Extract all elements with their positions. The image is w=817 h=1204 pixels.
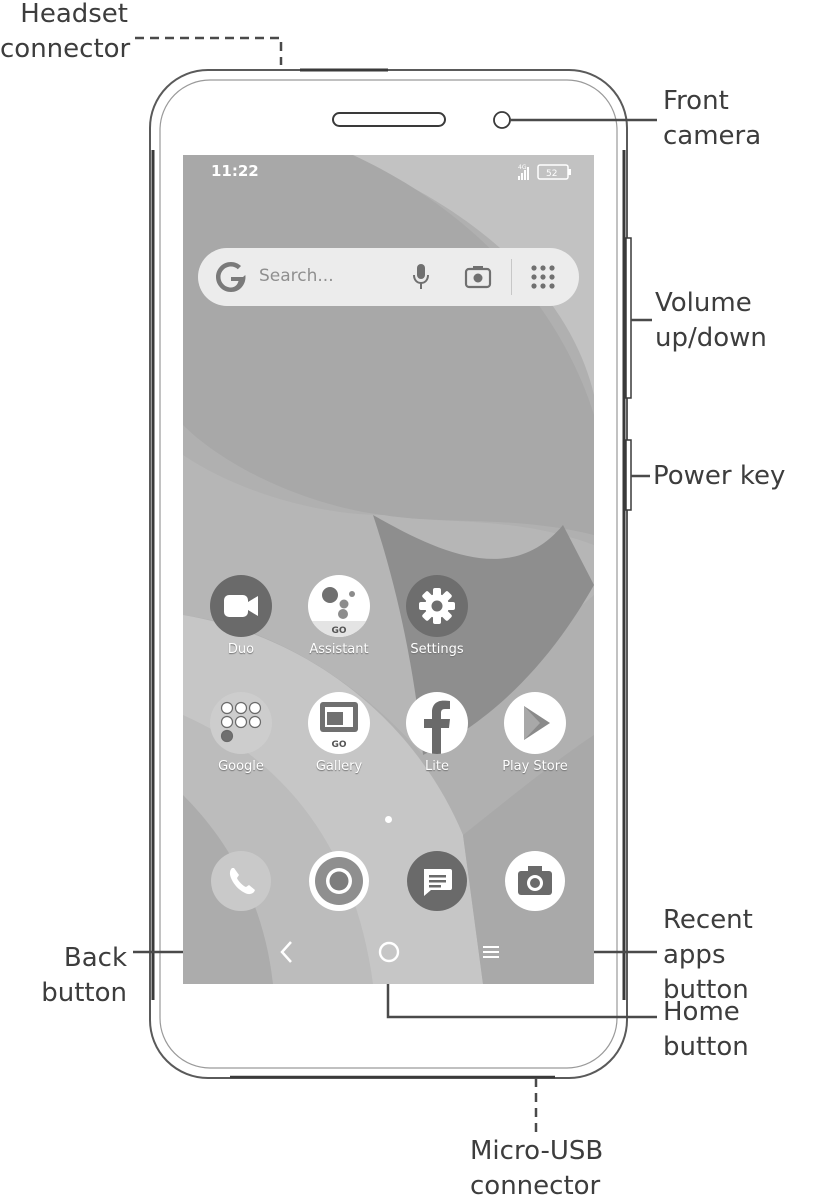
page-indicator-dot: [385, 816, 392, 823]
gallery-icon: GO: [308, 692, 370, 754]
go-badge: GO: [331, 740, 346, 750]
label-usb-connector: Micro-USB connector: [470, 1136, 604, 1201]
status-icons: 4G 52: [518, 164, 571, 180]
volume-key: [625, 237, 632, 399]
app-label: Google: [218, 759, 264, 774]
label-headset-connector: Headset connector: [0, 0, 131, 64]
app-drawer-grid-icon[interactable]: [530, 264, 556, 290]
facebook-icon: [406, 692, 468, 754]
microphone-icon[interactable]: [411, 263, 431, 291]
lens-camera-icon[interactable]: [464, 265, 492, 289]
app-play-store[interactable]: Play Store: [490, 692, 580, 774]
label-recent-apps: Recent apps button: [663, 905, 753, 1005]
app-facebook-lite[interactable]: Lite: [392, 692, 482, 774]
chrome-icon[interactable]: [309, 851, 369, 911]
signal-icon: [518, 167, 529, 180]
leader-headset: [135, 36, 283, 65]
app-label: Duo: [227, 642, 255, 657]
video-camera-icon: [210, 575, 272, 637]
app-assistant[interactable]: GO Assistant: [294, 575, 384, 657]
recent-apps-button[interactable]: [480, 941, 502, 963]
app-google-folder[interactable]: Google: [196, 692, 286, 774]
phone-screen: 11:22 4G 52 Search...: [183, 155, 594, 984]
gear-icon: [406, 575, 468, 637]
assistant-icon: GO: [308, 575, 370, 637]
search-divider: [511, 259, 512, 295]
label-home-button: Home button: [663, 997, 749, 1062]
camera-icon[interactable]: [505, 851, 565, 911]
app-label: Assistant: [309, 642, 369, 657]
google-search-bar[interactable]: Search...: [198, 248, 579, 306]
front-camera-lens: [493, 111, 511, 129]
home-button[interactable]: [376, 939, 402, 965]
app-label: Gallery: [315, 759, 363, 774]
label-volume: Volume up/down: [655, 288, 767, 353]
label-front-camera: Front camera: [663, 86, 762, 151]
google-folder-icon: [210, 692, 272, 754]
app-settings[interactable]: Settings: [392, 575, 482, 657]
earpiece-speaker: [332, 112, 446, 127]
app-label: Play Store: [502, 759, 568, 774]
label-power-key: Power key: [653, 461, 786, 491]
status-time: 11:22: [211, 162, 259, 180]
battery-level: 52: [546, 169, 557, 179]
play-store-icon: [504, 692, 566, 754]
network-type-label: 4G: [518, 164, 527, 171]
power-key: [625, 439, 632, 511]
go-badge: GO: [331, 626, 346, 636]
app-gallery[interactable]: GO Gallery: [294, 692, 384, 774]
google-g-icon: [216, 262, 246, 292]
app-duo[interactable]: Duo: [196, 575, 286, 657]
app-label: Lite: [425, 759, 449, 774]
search-placeholder: Search...: [259, 266, 334, 286]
battery-icon: 52: [537, 164, 571, 180]
phone-icon[interactable]: [211, 851, 271, 911]
label-back-button: Back button: [41, 943, 127, 1008]
app-label: Settings: [410, 642, 464, 657]
back-button[interactable]: [277, 939, 297, 965]
messages-icon[interactable]: [407, 851, 467, 911]
phone-body-inner: [159, 79, 618, 1069]
